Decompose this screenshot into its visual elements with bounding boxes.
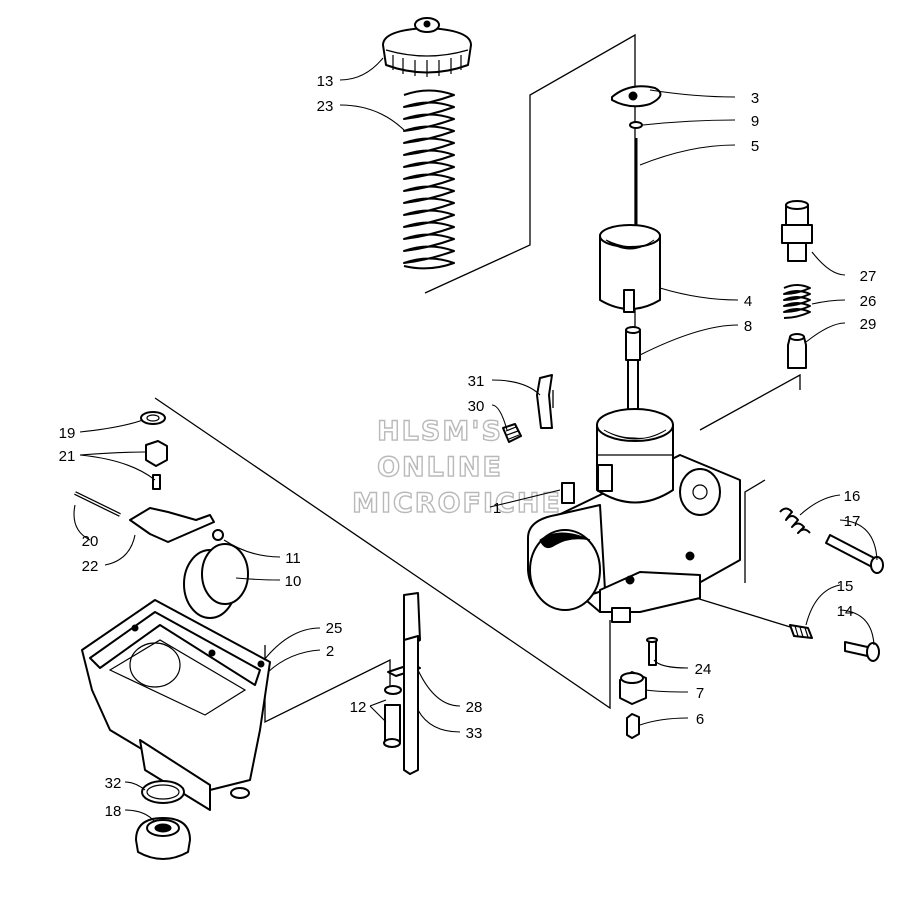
callout-9: 9 [751,113,759,130]
part-33-vent-hose [403,592,421,775]
watermark-line-2: ONLINE [377,452,503,483]
part-15-pilot-screw-spring [789,624,813,639]
callout-1: 1 [493,500,501,517]
callout-23: 23 [317,98,334,115]
part-24-pilot-jet [646,637,658,666]
callout-5: 5 [751,138,759,155]
callout-14: 14 [837,603,854,620]
callout-6: 6 [696,711,704,728]
callout-15: 15 [837,578,854,595]
part-26-starter-spring [783,284,811,319]
part-10-float [183,543,249,619]
part-19-washer [140,411,166,425]
part-29-starter-plunger [787,333,807,369]
callout-24: 24 [695,661,712,678]
part-16-air-screw-spring [779,507,811,534]
part-11-float-pin-ball [212,529,224,541]
part-25-float-bowl-gasket [131,624,265,668]
part-30-bracket-screw [502,423,522,443]
watermark-line-1: HLSM'S [377,416,503,447]
callout-21: 21 [59,448,76,465]
callout-18: 18 [105,803,122,820]
part-27-starter-plunger-nut [781,200,813,262]
callout-28: 28 [466,699,483,716]
part-6-main-jet [626,713,640,739]
watermark-line-3: MICROFICHE [352,488,562,519]
part-12-screw [383,685,402,748]
callout-26: 26 [860,293,877,310]
part-22-float-arm [129,507,215,543]
part-4-throttle-slide [599,224,661,313]
callout-31: 31 [468,373,485,390]
callout-12: 12 [350,699,367,716]
callout-3: 3 [751,90,759,107]
assembly-outline-top [424,33,636,408]
part-8-throttle-stem [625,326,641,413]
part-23-throttle-spring [403,89,455,270]
leader-lines [73,57,878,823]
part-31-cable-bracket [536,374,553,429]
part-18-drain-plug [135,817,191,860]
part-21-needle-valve-seat [145,440,168,490]
callout-13: 13 [317,73,334,90]
callout-4: 4 [744,293,752,310]
callout-8: 8 [744,318,752,335]
callout-29: 29 [860,316,877,333]
part-13-carburetor-cap [382,17,472,77]
part-17-air-screw [825,534,884,574]
callout-33: 33 [466,725,483,742]
callout-labels: 13 23 3 9 5 4 8 27 26 29 31 30 1 16 17 1… [59,73,877,820]
callout-30: 30 [468,398,485,415]
part-7-needle-jet-holder [619,671,647,705]
callout-16: 16 [844,488,861,505]
part-3-needle-retainer [611,85,662,108]
part-20-float-pin [74,491,121,517]
callout-2: 2 [326,643,334,660]
callout-19: 19 [59,425,76,442]
callout-32: 32 [105,775,122,792]
callout-22: 22 [82,558,99,575]
callout-10: 10 [285,573,302,590]
part-1-carburetor-body [527,408,741,623]
part-32-o-ring [141,780,185,804]
callout-17: 17 [844,513,861,530]
callout-11: 11 [285,550,301,567]
callout-20: 20 [82,533,99,550]
callout-25: 25 [326,620,343,637]
callout-27: 27 [860,268,877,285]
watermark: HLSM'S ONLINE MICROFICHE [351,415,562,519]
callout-7: 7 [696,685,704,702]
part-14-pilot-screw [844,641,880,662]
part-9-needle-clip [629,121,643,129]
